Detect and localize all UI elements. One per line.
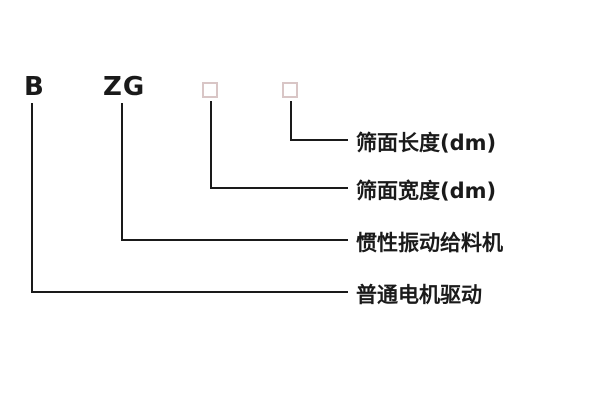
connector-vertical-drive: [31, 103, 33, 293]
connector-vertical-machine-type: [121, 103, 123, 241]
label-screen-length: 筛面长度(dm): [356, 131, 497, 155]
connector-vertical-screen-width: [210, 101, 212, 189]
connector-horizontal-screen-length: [290, 139, 348, 141]
label-machine-type: 惯性振动给料机: [356, 231, 503, 255]
connector-vertical-screen-length: [290, 101, 292, 141]
digit-placeholder-box-2: [282, 82, 298, 98]
connector-horizontal-drive: [31, 291, 348, 293]
connector-horizontal-screen-width: [210, 187, 348, 189]
code-letters-zg: ZG: [103, 72, 146, 102]
connector-horizontal-machine-type: [121, 239, 348, 241]
label-drive-type: 普通电机驱动: [356, 283, 482, 307]
digit-placeholder-box-1: [202, 82, 218, 98]
label-screen-width: 筛面宽度(dm): [356, 179, 497, 203]
code-letter-b: B: [24, 72, 45, 102]
